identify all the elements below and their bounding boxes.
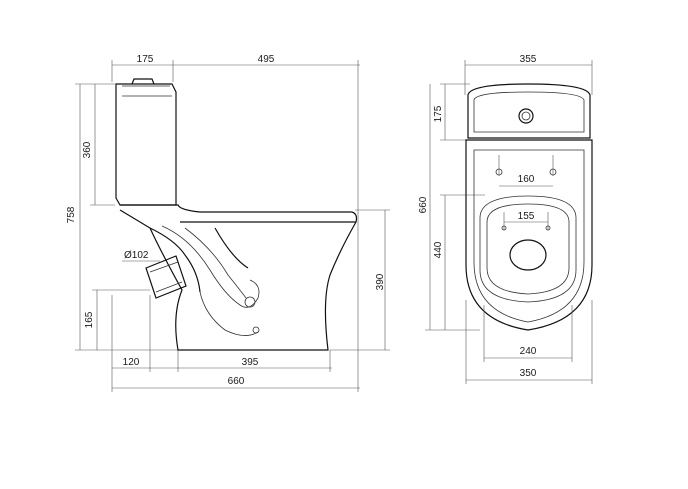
dim-tank-depth: 175 bbox=[137, 54, 154, 65]
top-view: 355 175 660 440 160 bbox=[418, 54, 593, 384]
dim-bowl-length: 495 bbox=[258, 54, 275, 65]
dim-tank-width: 355 bbox=[520, 54, 537, 65]
dim-outlet-height: 165 bbox=[84, 311, 95, 328]
dim-total-height: 758 bbox=[66, 206, 77, 223]
dim-total-length: 660 bbox=[228, 376, 245, 387]
dim-tank-height: 360 bbox=[82, 141, 93, 158]
dim-inner-hole-spacing: 155 bbox=[518, 211, 535, 222]
dim-outlet-diameter: Ø102 bbox=[124, 250, 149, 261]
side-view: 175 495 758 360 165 Ø102 390 120 395 6 bbox=[66, 54, 390, 392]
dim-base-length: 395 bbox=[242, 357, 259, 368]
dim-outlet-offset: 120 bbox=[123, 357, 140, 368]
dim-seat-hole-spacing: 160 bbox=[518, 174, 535, 185]
dim-tank-depth-top: 175 bbox=[433, 105, 444, 122]
dim-rim-height: 390 bbox=[375, 273, 386, 290]
dim-base-width: 240 bbox=[520, 346, 537, 357]
dim-bowl-depth: 440 bbox=[433, 241, 444, 258]
dim-bowl-width: 350 bbox=[520, 368, 537, 379]
dim-total-depth: 660 bbox=[418, 196, 429, 213]
